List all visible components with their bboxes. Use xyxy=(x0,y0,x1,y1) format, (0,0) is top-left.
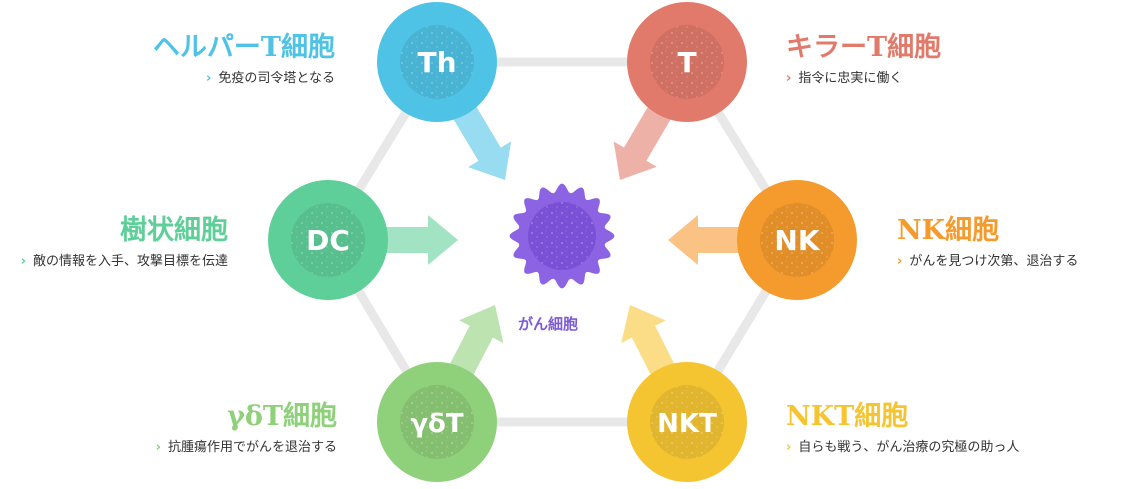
nk-cell-abbr: NK xyxy=(774,224,820,257)
label-gamma-delta-t: γδT細胞 › 抗腫瘍作用でがんを退治する xyxy=(60,402,337,456)
nkt-cell-texture xyxy=(650,385,724,459)
dc-arrow xyxy=(380,215,458,265)
chevron-right-icon: › xyxy=(786,440,792,455)
chevron-right-icon: › xyxy=(20,254,26,269)
helper-t-title: ヘルパーT細胞 xyxy=(152,32,335,63)
nkt-cell-abbr: NKT xyxy=(657,409,717,439)
nkt-desc: 自らも戦う、がん治療の究極の助っ人 xyxy=(798,440,1020,455)
label-killer-t: キラーT細胞 › 指令に忠実に働く xyxy=(786,33,1086,87)
nk-desc: がんを見つけ次第、退治する xyxy=(909,254,1079,269)
gdt-cell-texture xyxy=(400,385,474,459)
label-dendritic: 樹状細胞 › 敵の情報を入手、攻撃目標を伝達 xyxy=(0,216,228,270)
th-cell-abbr: Th xyxy=(417,46,456,79)
gdt-cell-abbr: γδT xyxy=(410,409,464,439)
chevron-right-icon: › xyxy=(897,254,903,269)
dendritic-title: 樹状細胞 xyxy=(120,215,228,246)
nk-cell: NK xyxy=(737,180,857,300)
nk-cell-texture xyxy=(760,203,834,277)
nkt-title: NKT細胞 xyxy=(786,401,909,432)
chevron-right-icon: › xyxy=(206,71,212,86)
t-cell-texture xyxy=(650,25,724,99)
th-cell-texture xyxy=(400,25,474,99)
gdt-cell: γδT xyxy=(377,362,497,482)
chevron-right-icon: › xyxy=(155,440,161,455)
cancer-cell-texture xyxy=(528,202,596,270)
dc-cell-abbr: DC xyxy=(306,224,350,257)
t-cell: T xyxy=(627,2,747,122)
nk-title: NK細胞 xyxy=(897,215,1000,246)
killer-t-desc: 指令に忠実に働く xyxy=(798,71,903,86)
killer-t-title: キラーT細胞 xyxy=(786,32,942,63)
cancer-cell-label: がん細胞 xyxy=(517,315,578,333)
nkt-cell: NKT xyxy=(627,362,747,482)
dc-cell-texture xyxy=(291,203,365,277)
helper-t-desc: 免疫の司令塔となる xyxy=(218,71,335,86)
label-helper-t: ヘルパーT細胞 › 免疫の司令塔となる xyxy=(80,33,335,87)
gamma-delta-t-desc: 抗腫瘍作用でがんを退治する xyxy=(167,440,337,455)
chevron-right-icon: › xyxy=(786,71,792,86)
gamma-delta-t-title: γδT細胞 xyxy=(227,401,337,432)
nk-arrow xyxy=(668,215,746,265)
label-nk: NK細胞 › がんを見つけ次第、退治する xyxy=(897,216,1117,270)
label-nkt: NKT細胞 › 自らも戦う、がん治療の究極の助っ人 xyxy=(786,402,1116,456)
t-cell-abbr: T xyxy=(677,46,696,79)
cancer-cell xyxy=(509,183,615,289)
dendritic-desc: 敵の情報を入手、攻撃目標を伝達 xyxy=(32,254,228,269)
th-cell: Th xyxy=(377,2,497,122)
dc-cell: DC xyxy=(268,180,388,300)
